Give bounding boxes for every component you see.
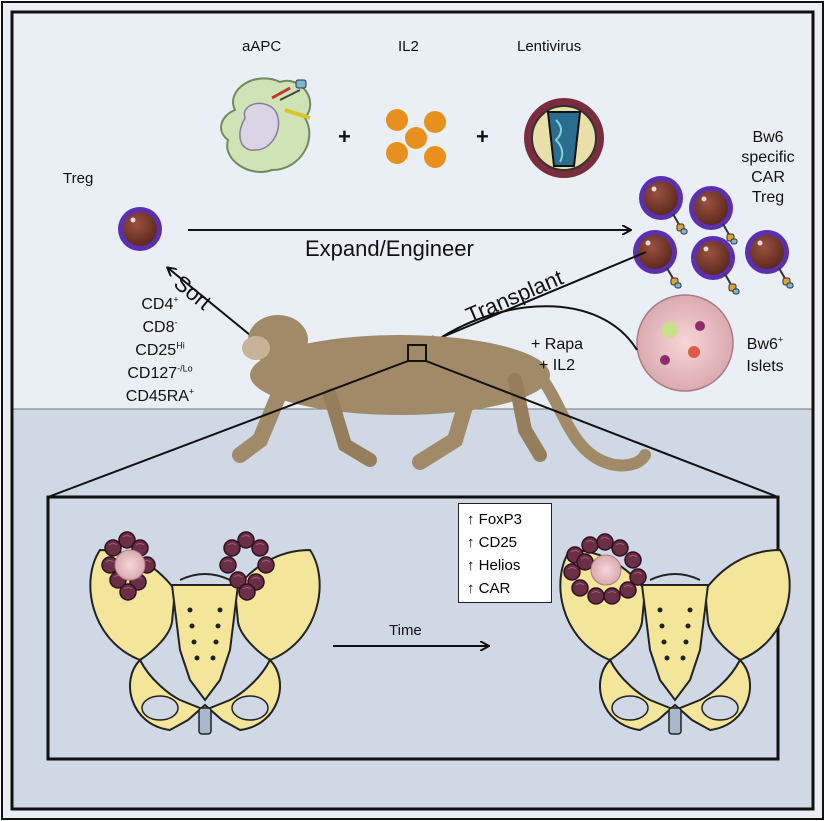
- marker-change: ↑ CD25: [467, 534, 518, 551]
- treg-label: Treg: [63, 170, 94, 187]
- treg-cell: [118, 207, 162, 251]
- islet-graft-after: [590, 554, 622, 586]
- sort-arrow: [168, 268, 251, 336]
- monkey: [232, 315, 651, 472]
- islets-line: Bw6: [746, 336, 778, 353]
- time-label: Time: [389, 622, 422, 639]
- treatment-line: + Rapa: [530, 336, 584, 353]
- plus-sign-1: +: [338, 124, 351, 149]
- car-treg-label: Bw6 specific CAR Treg: [728, 128, 808, 208]
- lentivirus-label: Lentivirus: [517, 38, 582, 55]
- il2-label: IL2: [398, 38, 419, 55]
- treatment-label: + Rapa + IL2: [517, 334, 597, 376]
- aapc-label: aAPC: [242, 38, 282, 55]
- transplant-arrow: [428, 251, 647, 343]
- sort-marker: CD25Hi: [135, 340, 185, 359]
- il2-cluster: [386, 109, 446, 168]
- expand-engineer-label: Expand/Engineer: [305, 236, 474, 261]
- car-treg-line: CAR: [751, 169, 785, 186]
- islets-sup: +: [777, 334, 784, 345]
- sort-markers-list: CD4+ CD8- CD25Hi CD127-/Lo CD45RA+: [110, 293, 210, 408]
- islets-label: Bw6+ Islets: [735, 334, 795, 378]
- islet-transplant-arrow: [430, 305, 638, 351]
- car-treg-line: specific: [741, 149, 795, 166]
- marker-change: ↑ CAR: [467, 580, 511, 597]
- marker-changes-box: ↑ FoxP3 ↑ CD25 ↑ Helios ↑ CAR: [458, 503, 552, 603]
- marker-change: ↑ FoxP3: [467, 511, 523, 528]
- treatment-line: + IL2: [538, 357, 576, 374]
- lentivirus-particle: [524, 98, 604, 178]
- sort-marker: CD8-: [142, 317, 178, 336]
- inner-border: [10, 10, 815, 811]
- car-treg-line: Bw6: [752, 129, 784, 146]
- aapc-cell: [220, 77, 312, 173]
- islets-line: Islets: [746, 358, 784, 375]
- car-treg-line: Treg: [751, 189, 785, 206]
- zoom-line-right: [425, 360, 779, 498]
- sort-marker: CD45RA+: [125, 386, 195, 405]
- zoom-line-left: [47, 360, 409, 498]
- marker-change: ↑ Helios: [467, 557, 521, 574]
- plus-sign-2: +: [476, 124, 489, 149]
- sort-marker: CD127-/Lo: [127, 363, 193, 382]
- islet-graft-before: [114, 549, 146, 581]
- zoom-region-box: [407, 344, 427, 362]
- sort-marker: CD4+: [141, 294, 179, 313]
- islet: [636, 294, 734, 392]
